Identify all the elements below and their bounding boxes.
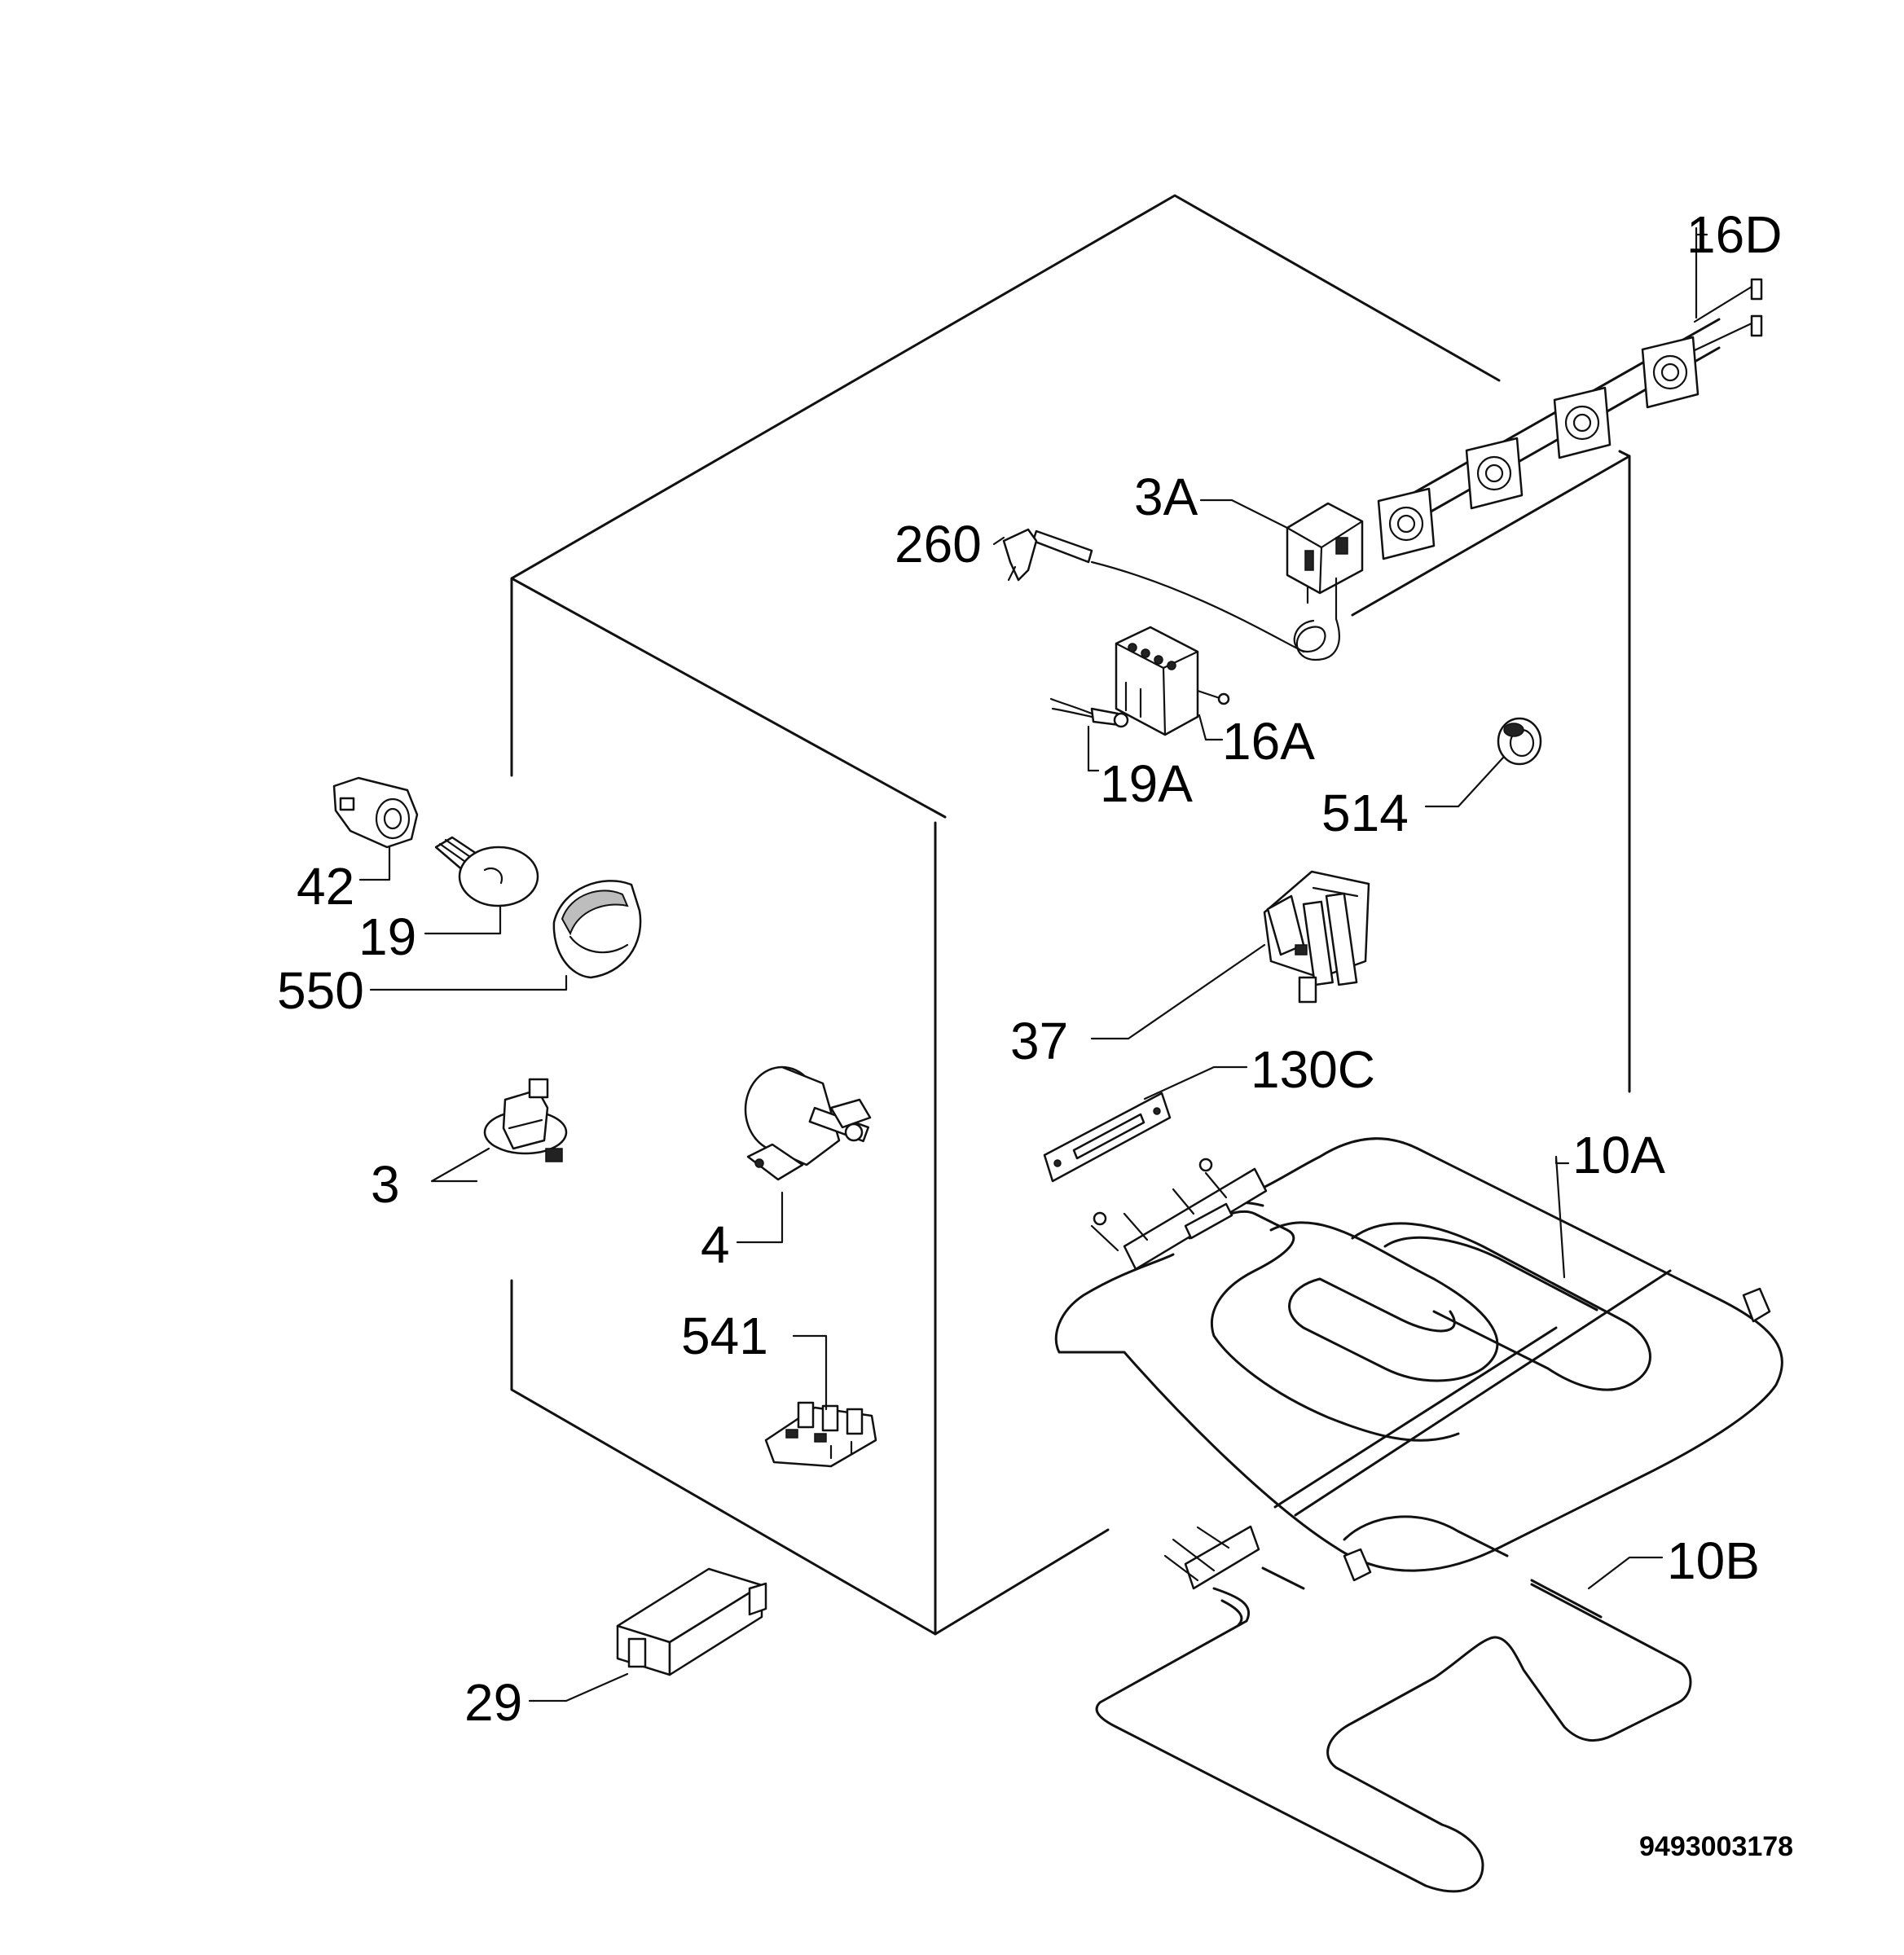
part-16a-selector-switch[interactable]: [1115, 626, 1230, 736]
label-541: 541: [681, 1307, 768, 1365]
label-3a: 3A: [1134, 468, 1198, 526]
label-42: 42: [297, 857, 354, 916]
label-10a: 10A: [1572, 1126, 1665, 1184]
label-37: 37: [1010, 1012, 1068, 1070]
label-29: 29: [464, 1673, 522, 1732]
part-260-probe[interactable]: [1002, 528, 1093, 582]
part-29-box[interactable]: [616, 1567, 767, 1676]
part-10b-bottom-element[interactable]: [1095, 1525, 1692, 1893]
part-3a-thermostat[interactable]: [1090, 502, 1364, 661]
oven-cabinet-outline: [510, 194, 1631, 1636]
label-130c: 130C: [1251, 1040, 1375, 1099]
part-514-grommet[interactable]: [1497, 717, 1542, 766]
label-19a: 19A: [1100, 754, 1193, 813]
part-19-oven-bulb[interactable]: [434, 836, 539, 907]
part-16d-switch-bank[interactable]: [1377, 278, 1763, 560]
label-550: 550: [277, 961, 364, 1020]
part-130c-gasket-plate[interactable]: [1043, 1092, 1172, 1183]
label-514: 514: [1321, 784, 1409, 842]
part-labels: 16D 3A 260 16A 19A 514 42 19 550 37 130C…: [277, 205, 1793, 1862]
part-10a-top-element[interactable]: [1054, 1137, 1783, 1582]
label-260: 260: [895, 515, 982, 573]
leader-lines: [358, 226, 1708, 1702]
label-16d: 16D: [1686, 205, 1782, 264]
diagram-code: 9493003178: [1639, 1831, 1793, 1862]
part-19a-indicator-lamp[interactable]: [1049, 697, 1129, 728]
label-3: 3: [371, 1155, 400, 1214]
part-541-terminal-block[interactable]: [764, 1401, 877, 1468]
part-4-fan-motor[interactable]: [744, 1065, 872, 1181]
part-42-lamp-holder[interactable]: [332, 776, 419, 849]
part-3-thermal-cutout[interactable]: [483, 1078, 568, 1162]
part-37-contact-holder[interactable]: [1263, 870, 1370, 1004]
label-19: 19: [358, 907, 416, 966]
part-550-lamp-cover[interactable]: [552, 880, 642, 979]
label-4: 4: [701, 1215, 730, 1274]
label-16a: 16A: [1222, 712, 1315, 771]
label-10b: 10B: [1667, 1531, 1760, 1590]
